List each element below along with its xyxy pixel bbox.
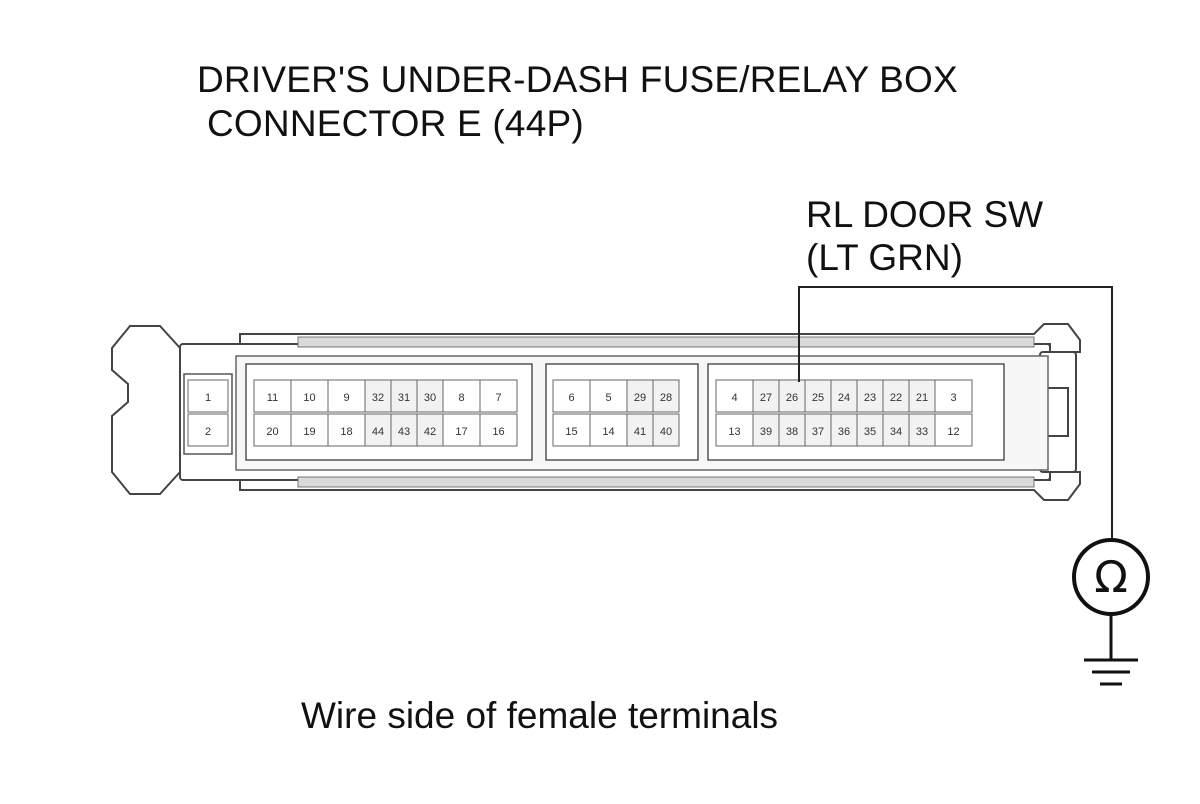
terminal-cavity-18 [327,413,366,447]
terminal-cavity-39 [752,413,780,447]
terminal-number-13: 13 [728,426,740,438]
terminal-number-39: 39 [760,426,772,438]
ground-icon [1084,658,1138,686]
terminal-number-29: 29 [634,392,646,404]
terminal-number-44: 44 [372,426,384,438]
terminal-number-38: 38 [786,426,798,438]
terminal-number-32: 32 [372,392,384,404]
terminal-number-15: 15 [565,426,577,438]
terminal-number-11: 11 [267,392,278,404]
terminal-number-40: 40 [660,426,672,438]
terminal-cavity-2 [187,413,229,447]
terminal-number-43: 43 [398,426,410,438]
terminal-number-9: 9 [343,392,349,404]
view-caption: Wire side of female terminals [301,695,779,736]
terminal-cavity-3 [934,379,973,413]
terminal-number-30: 30 [424,392,436,404]
terminal-number-26: 26 [786,392,798,404]
terminal-number-14: 14 [602,426,614,438]
terminal-cavity-19 [290,413,329,447]
diagram-title-line2: CONNECTOR E (44P) [207,103,584,144]
terminal-cavity-1 [187,379,229,413]
terminal-cavity-29 [626,379,654,413]
terminal-cavity-33 [908,413,936,447]
terminal-number-17: 17 [455,426,467,438]
terminal-cavity-14 [589,413,628,447]
terminal-cavity-22 [882,379,910,413]
terminal-cavity-13 [715,413,754,447]
terminal-cavity-37 [804,413,832,447]
terminal-cavity-7 [479,379,518,413]
terminal-number-41: 41 [634,426,646,438]
terminal-number-7: 7 [495,392,501,404]
terminal-number-35: 35 [864,426,876,438]
terminal-number-33: 33 [916,426,928,438]
terminal-number-42: 42 [424,426,436,438]
terminal-cavity-17 [442,413,481,447]
terminal-cavity-40 [652,413,680,447]
terminal-number-21: 21 [916,392,928,404]
terminal-number-25: 25 [812,392,824,404]
terminal-number-20: 20 [266,426,278,438]
wire-name-label: RL DOOR SW [806,194,1044,235]
terminal-cavity-4 [715,379,754,413]
terminal-number-36: 36 [838,426,850,438]
svg-text:Ω: Ω [1094,552,1128,603]
terminal-number-22: 22 [890,392,902,404]
terminal-cavity-23 [856,379,884,413]
terminal-number-19: 19 [303,426,315,438]
terminal-number-6: 6 [568,392,574,404]
terminal-number-27: 27 [760,392,772,404]
terminal-cavity-27 [752,379,780,413]
terminal-number-23: 23 [864,392,876,404]
terminal-number-18: 18 [340,426,352,438]
terminal-cavity-16 [479,413,518,447]
terminal-number-34: 34 [890,426,902,438]
terminal-number-12: 12 [947,426,959,438]
terminal-number-28: 28 [660,392,672,404]
terminal-number-24: 24 [838,392,850,404]
terminal-number-8: 8 [458,392,464,404]
terminal-cavity-10 [290,379,329,413]
terminal-number-3: 3 [950,392,956,404]
terminal-cavity-43 [390,413,418,447]
terminal-cavity-5 [589,379,628,413]
terminal-cavity-34 [882,413,910,447]
terminal-number-1: 1 [205,392,211,404]
test-wire [798,286,1113,546]
terminal-number-31: 31 [398,392,410,404]
terminal-cavity-15 [552,413,591,447]
terminal-number-10: 10 [303,392,315,404]
terminal-number-4: 4 [731,392,737,404]
terminal-number-37: 37 [812,426,824,438]
terminal-cavity-28 [652,379,680,413]
diagram-title-line1: DRIVER'S UNDER-DASH FUSE/RELAY BOX [197,59,958,100]
terminal-cavity-35 [856,413,884,447]
terminal-cavity-12 [934,413,973,447]
terminal-number-2: 2 [205,426,211,438]
terminal-number-16: 16 [492,426,504,438]
terminal-cavity-26 [778,379,806,413]
terminal-cavity-30 [416,379,444,413]
terminal-cavity-32 [364,379,392,413]
terminal-cavity-31 [390,379,418,413]
terminal-cavity-20 [253,413,292,447]
ohmmeter-icon: Ω [1072,538,1150,616]
terminal-cavity-9 [327,379,366,413]
terminal-number-5: 5 [605,392,611,404]
terminal-cavity-8 [442,379,481,413]
wire-color-label: (LT GRN) [806,237,963,278]
